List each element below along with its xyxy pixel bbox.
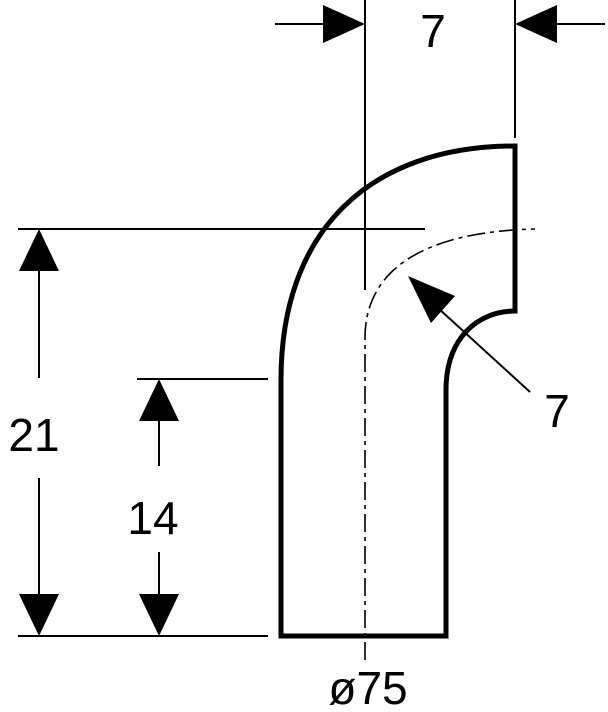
dim-7-top-right-arrow: [515, 5, 557, 43]
dim-radius-arrow: [408, 276, 455, 323]
dim-7-top-label: 7: [420, 5, 446, 57]
dim-radius-label: 7: [544, 385, 570, 437]
dim-14-top-arrow: [139, 379, 179, 421]
pipe-centerline: [364, 228, 536, 660]
dim-14-label: 14: [127, 492, 178, 544]
dim-7-top-left-arrow: [323, 5, 365, 43]
dim-21-bottom-arrow: [19, 594, 59, 636]
dim-21-label: 21: [8, 409, 59, 461]
dim-radius-leader: [437, 307, 531, 393]
dim-diameter-label: ø75: [328, 662, 407, 712]
pipe-outer-outline: [278, 143, 518, 639]
dim-21-top-arrow: [19, 229, 59, 271]
dim-14-bottom-arrow: [139, 594, 179, 636]
